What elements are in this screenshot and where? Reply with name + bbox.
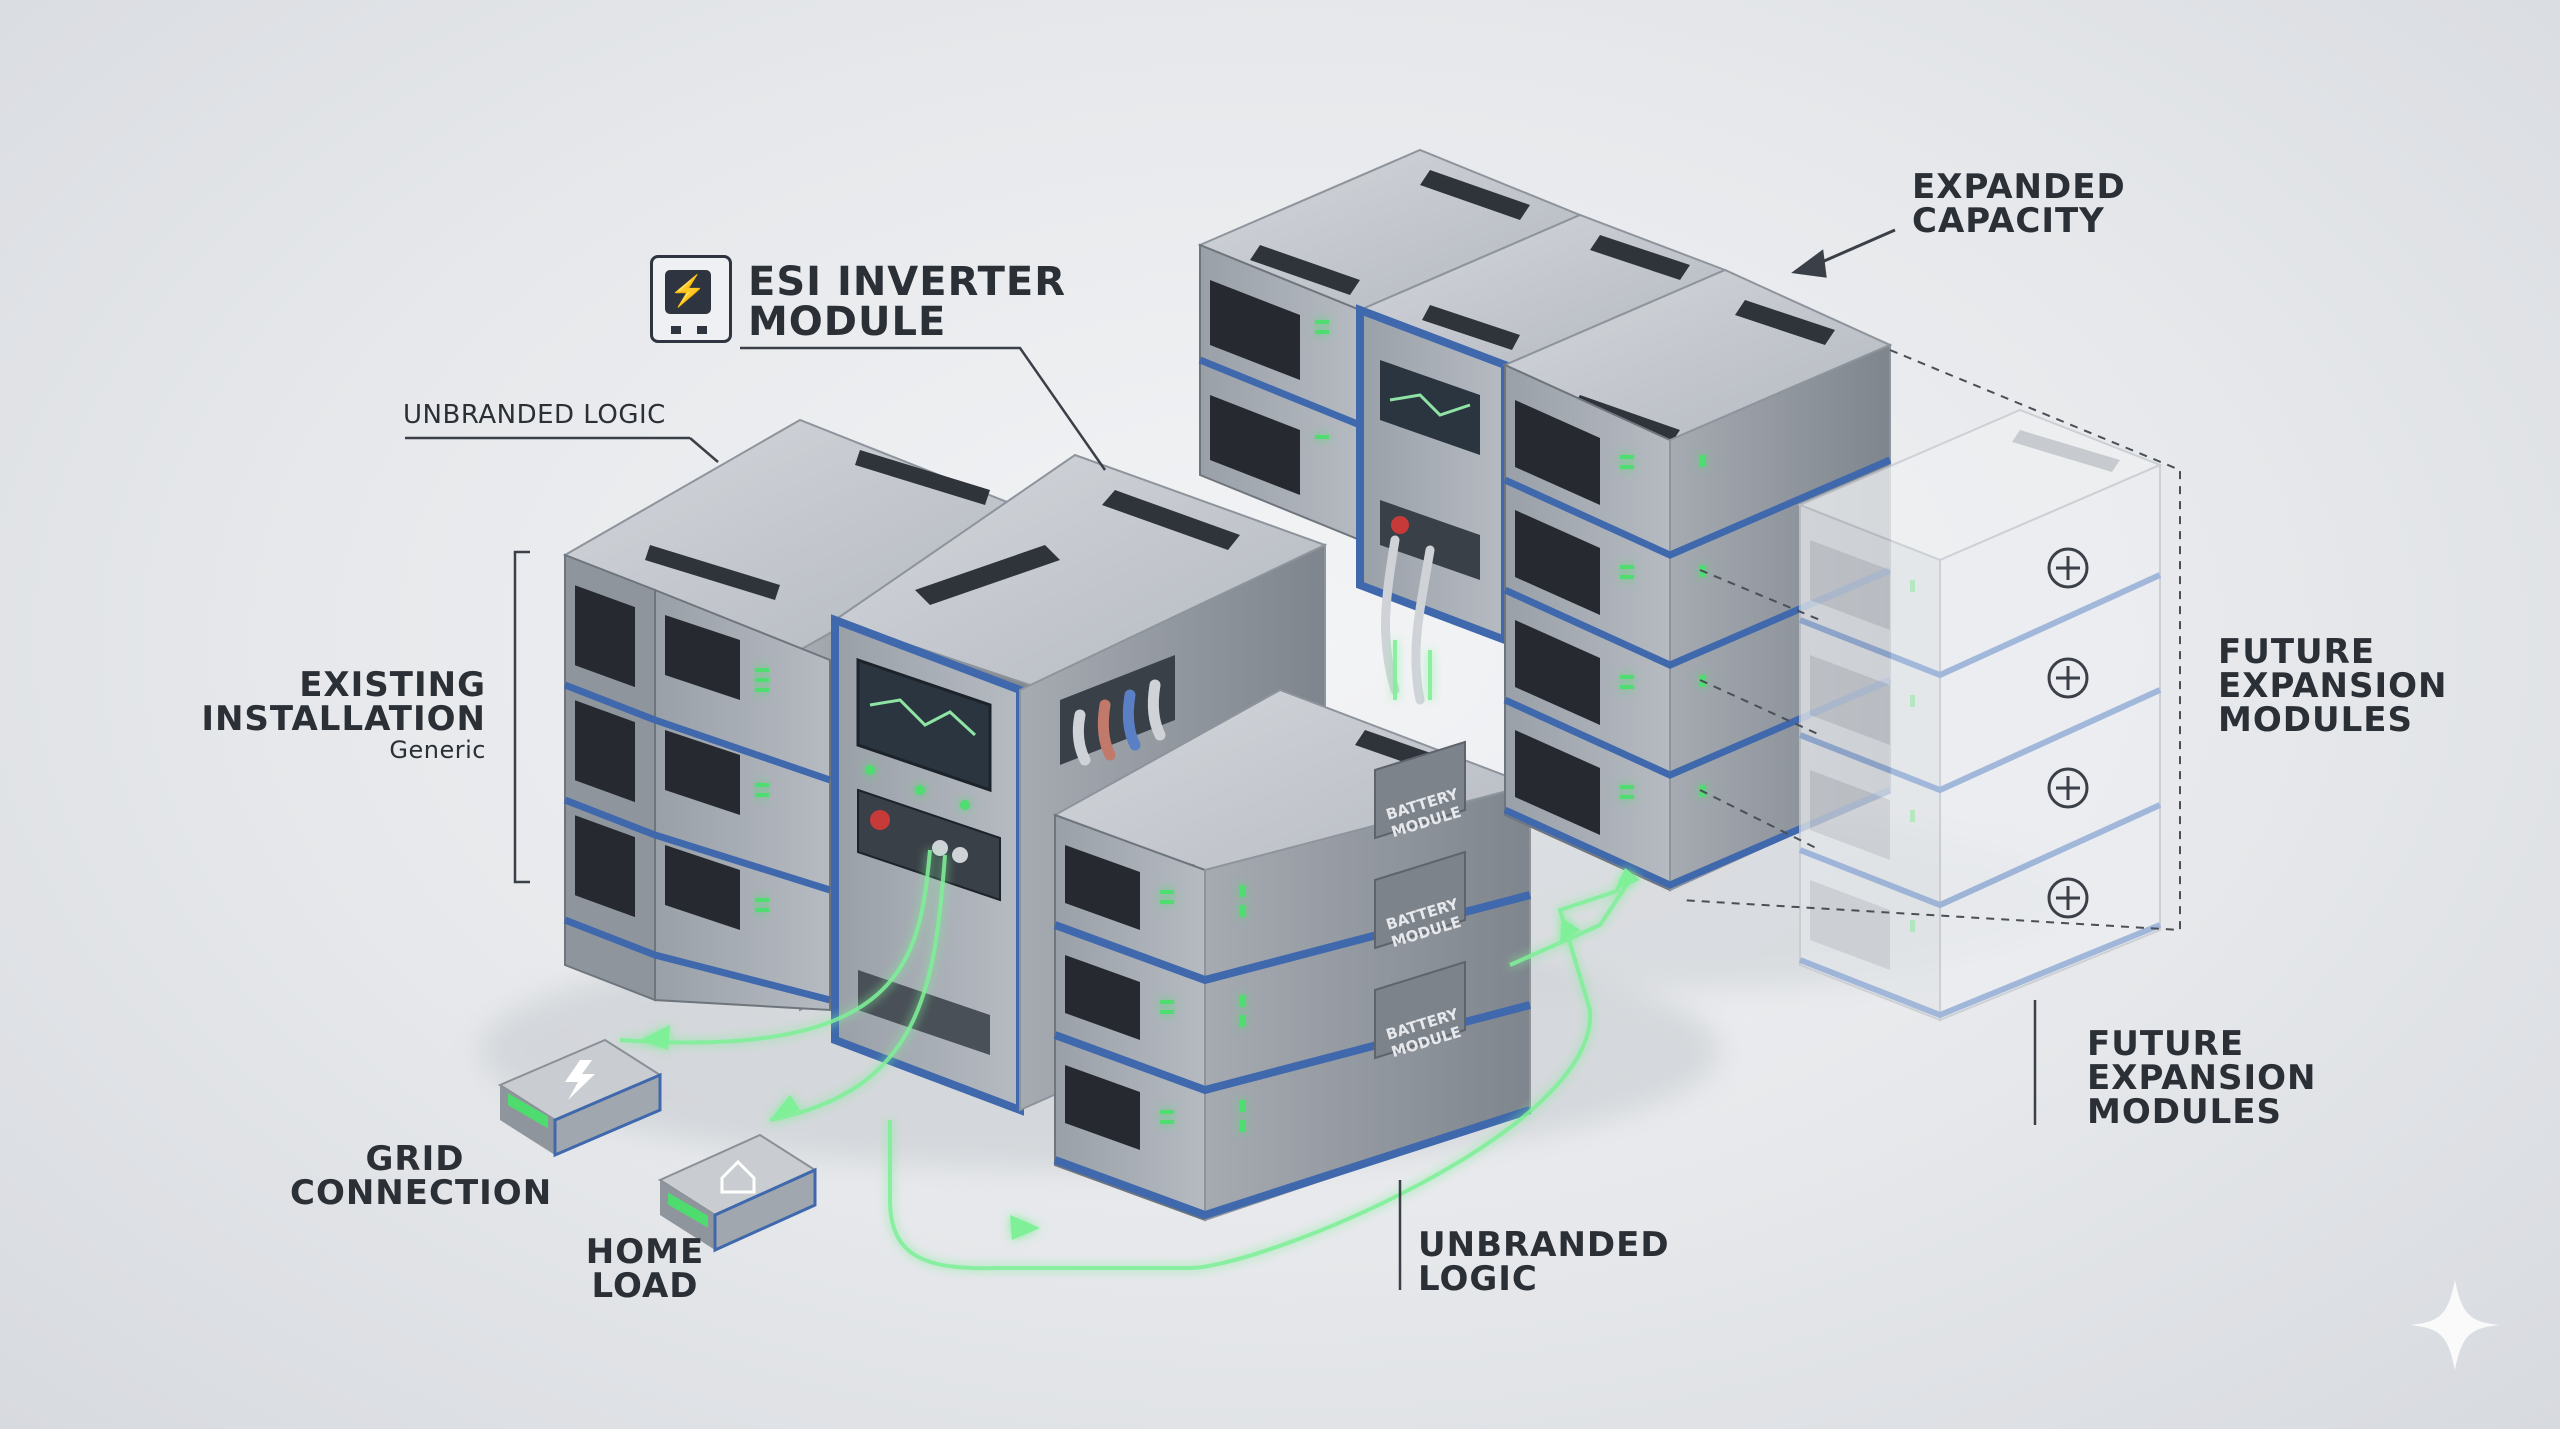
home-load-label: HOME LOAD xyxy=(585,1232,705,1306)
plus-circle-icon xyxy=(2047,657,2089,699)
expansion-dashed-outline xyxy=(1679,349,2181,932)
lightning-icon xyxy=(565,1060,595,1100)
sparkle-icon xyxy=(2410,1280,2500,1370)
future-expansion-label-bottom: FUTURE EXPANSION MODULES xyxy=(2087,1024,2317,1132)
existing-installation-sub: Generic xyxy=(389,736,486,764)
plus-circle-icon xyxy=(2047,547,2089,589)
energy-flow-lines xyxy=(619,640,1632,1271)
grid-connection-device xyxy=(497,1038,663,1158)
plus-circle-icon xyxy=(2047,877,2089,919)
lightning-icon: ⚡ xyxy=(665,270,711,314)
unbranded-logic-bottom-label: UNBRANDED LOGIC xyxy=(1418,1225,1670,1299)
battery-module-stack xyxy=(1052,688,1533,1222)
flow-arrows xyxy=(640,868,1640,1240)
future-expansion-ghost-stack xyxy=(1797,408,2163,1022)
annotation-leader-lines xyxy=(405,346,2037,1290)
plus-circle-icon xyxy=(2047,767,2089,809)
inverter-tag-icon: ⚡ xyxy=(650,255,732,343)
plus-circle-icons xyxy=(2047,547,2089,919)
grid-connection-label: GRID CONNECTION xyxy=(290,1139,553,1213)
home-load-device xyxy=(657,1133,818,1253)
battery-module-label: BATTERYMODULE xyxy=(1384,894,1467,951)
expanded-capacity-label: EXPANDED CAPACITY xyxy=(1912,167,2126,241)
home-icon xyxy=(720,1159,756,1194)
expanded-capacity-arrow xyxy=(1791,228,1896,278)
existing-installation-label: EXISTING INSTALLATION xyxy=(201,665,486,739)
unbranded-logic-top-label: UNBRANDED LOGIC xyxy=(403,400,666,430)
future-expansion-label-right: FUTURE EXPANSION MODULES xyxy=(2218,632,2448,740)
inverter-title-label: ESI INVERTER MODULE xyxy=(748,259,1066,345)
